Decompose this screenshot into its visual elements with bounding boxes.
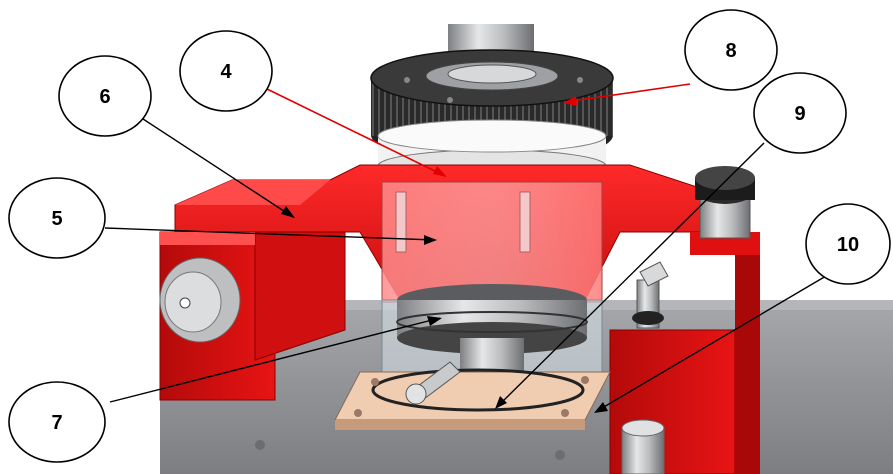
arrowhead-5 (424, 235, 437, 245)
leader-10 (596, 275, 827, 412)
callout-8: 8 (684, 9, 778, 91)
arrowhead-7 (427, 316, 442, 326)
callout-8-label: 8 (725, 40, 736, 62)
callout-10-label: 10 (837, 234, 859, 256)
callout-10: 10 (805, 203, 891, 285)
leader-4 (264, 87, 446, 177)
arrowhead-6 (281, 206, 295, 218)
callout-9: 9 (753, 72, 847, 154)
arrowhead-10 (594, 402, 608, 413)
leader-5 (104, 227, 436, 241)
callout-5: 5 (8, 177, 106, 259)
leader-7 (109, 317, 441, 403)
leader-6 (139, 116, 294, 218)
inner-pin (405, 361, 461, 405)
callout-4: 4 (179, 30, 273, 112)
arrowhead-9 (495, 396, 507, 409)
side-knob (159, 257, 241, 343)
callout-6: 6 (58, 55, 152, 137)
top-right-cap (695, 166, 755, 239)
arrowhead-8 (563, 96, 577, 106)
bottom-post (621, 419, 665, 474)
leader-9 (496, 142, 765, 408)
callout-7-label: 7 (51, 412, 62, 434)
callout-6-label: 6 (99, 86, 110, 108)
copper-flange (334, 368, 611, 430)
callout-7: 7 (8, 381, 106, 463)
callout-4-label: 4 (220, 61, 232, 83)
arrowhead-4 (433, 166, 447, 177)
leader-8 (564, 83, 691, 103)
right-valve (632, 261, 669, 329)
leader-lines (104, 83, 827, 413)
callout-9-label: 9 (794, 103, 805, 125)
callout-5-label: 5 (51, 208, 62, 230)
